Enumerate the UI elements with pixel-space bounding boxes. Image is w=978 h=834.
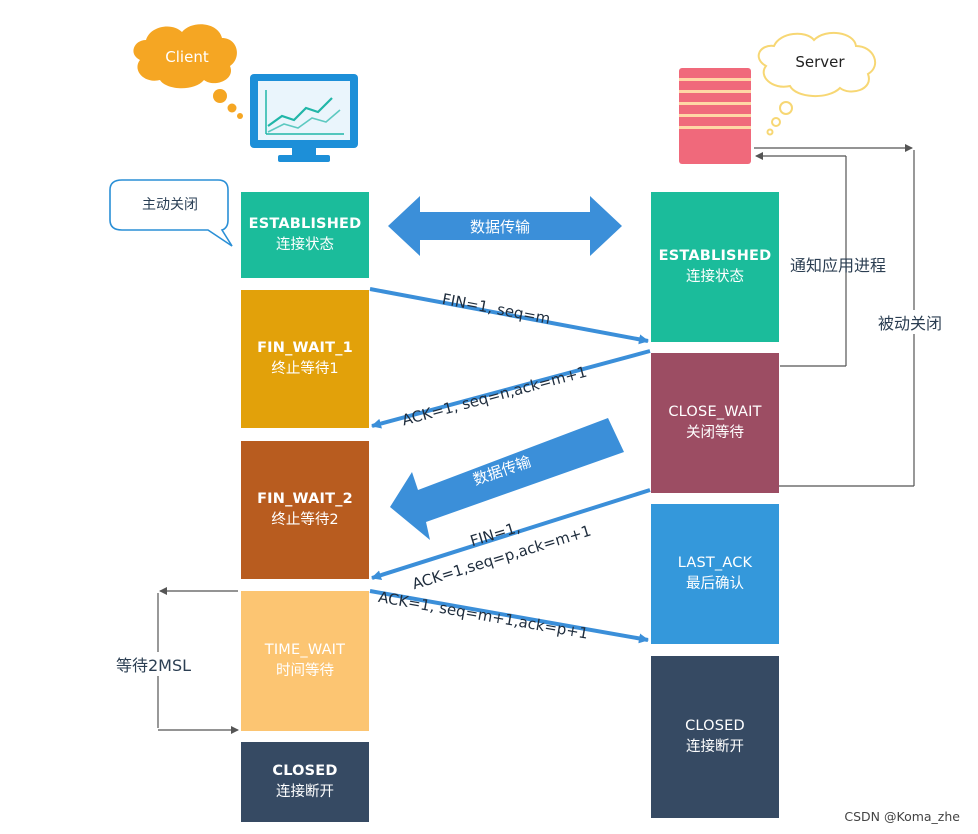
state-name: TIME_WAIT [264, 642, 346, 658]
state-desc: 终止等待2 [271, 512, 339, 528]
client-state-fin-wait-2: FIN_WAIT_2 终止等待2 [241, 441, 369, 579]
state-name: CLOSED [685, 718, 745, 734]
fin1-arrow [369, 287, 649, 345]
passive-close-label: 被动关闭 [878, 310, 943, 334]
client-state-established: ESTABLISHED 连接状态 [241, 192, 369, 278]
state-name: FIN_WAIT_1 [257, 340, 353, 356]
data-transfer-wide-arrow [390, 418, 624, 540]
ack2-arrow [369, 589, 649, 644]
watermark: CSDN @Koma_zhe [844, 809, 960, 824]
server-state-last-ack: LAST_ACK 最后确认 [651, 504, 779, 644]
state-desc: 关闭等待 [686, 425, 744, 441]
state-desc: 连接断开 [276, 784, 334, 800]
active-close-bubble [109, 179, 233, 247]
state-desc: 时间等待 [276, 663, 334, 679]
state-name: LAST_ACK [677, 555, 753, 571]
wait-2msl-label: 等待2MSL [116, 652, 192, 676]
server-state-closed: CLOSED 连接断开 [651, 656, 779, 818]
server-rack-icon [679, 68, 751, 164]
server-cloud-icon [757, 31, 877, 136]
state-name: FIN_WAIT_2 [257, 491, 353, 507]
data-transfer-double-arrow [388, 196, 622, 256]
server-label: Server [795, 53, 845, 71]
data-transfer-label: 数据传输 [470, 218, 531, 236]
client-label: Client [165, 48, 209, 66]
client-state-closed: CLOSED 连接断开 [241, 742, 369, 822]
state-name: CLOSE_WAIT [668, 404, 762, 420]
state-name: ESTABLISHED [658, 248, 772, 264]
notify-app-bracket [755, 152, 847, 367]
client-state-fin-wait-1: FIN_WAIT_1 终止等待1 [241, 290, 369, 428]
client-monitor-icon [250, 74, 358, 162]
state-name: CLOSED [272, 763, 338, 779]
fin2-arrow [371, 488, 651, 581]
client-cloud-icon [133, 24, 243, 119]
state-desc: 最后确认 [686, 576, 744, 592]
notify-app-label: 通知应用进程 [790, 256, 887, 275]
server-state-established: ESTABLISHED 连接状态 [651, 192, 779, 342]
state-desc: 连接断开 [686, 739, 744, 755]
client-state-time-wait: TIME_WAIT 时间等待 [241, 591, 369, 731]
state-desc: 连接状态 [276, 237, 334, 253]
server-state-close-wait: CLOSE_WAIT 关闭等待 [651, 353, 779, 493]
state-desc: 连接状态 [686, 269, 744, 285]
state-name: ESTABLISHED [248, 216, 362, 232]
ack1-arrow [371, 349, 651, 429]
active-close-label: 主动关闭 [142, 197, 198, 213]
state-desc: 终止等待1 [271, 361, 339, 377]
